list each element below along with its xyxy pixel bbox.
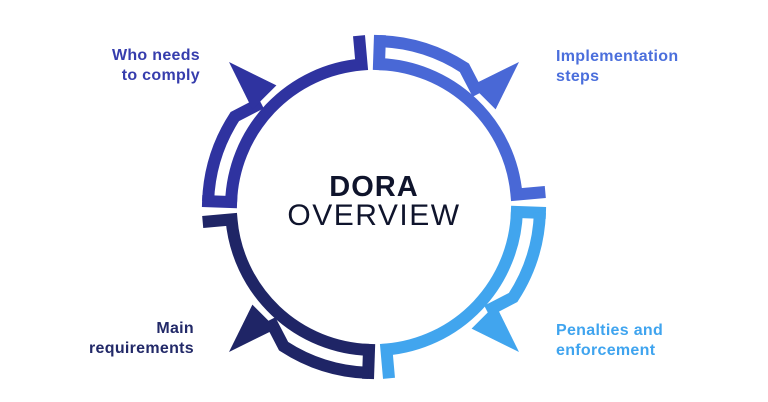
diagram-center-title-block: DORA OVERVIEW <box>0 171 748 232</box>
label-pen-line2: enforcement <box>556 342 656 359</box>
label-main-line1: Main <box>156 320 194 337</box>
label-who-needs-to-comply: Who needs to comply <box>112 46 200 86</box>
label-impl-line2: steps <box>556 68 600 85</box>
label-main-requirements: Main requirements <box>89 319 194 359</box>
label-who-line1: Who needs <box>111 47 200 64</box>
diagram-title: DORA <box>329 171 419 203</box>
cycle-arrow-main-requirements <box>203 219 370 379</box>
label-impl-line1: Implementation <box>556 48 679 65</box>
label-implementation-steps: Implementation steps <box>556 47 678 87</box>
label-main-line2: requirements <box>89 340 194 357</box>
label-pen-line1: Penalties and <box>556 322 664 339</box>
cycle-arrow-penalties-and-enforcement <box>386 212 546 379</box>
label-who-line2: to comply <box>121 67 200 84</box>
label-penalties-and-enforcement: Penalties and enforcement <box>556 321 663 361</box>
diagram-subtitle: OVERVIEW <box>287 199 461 232</box>
